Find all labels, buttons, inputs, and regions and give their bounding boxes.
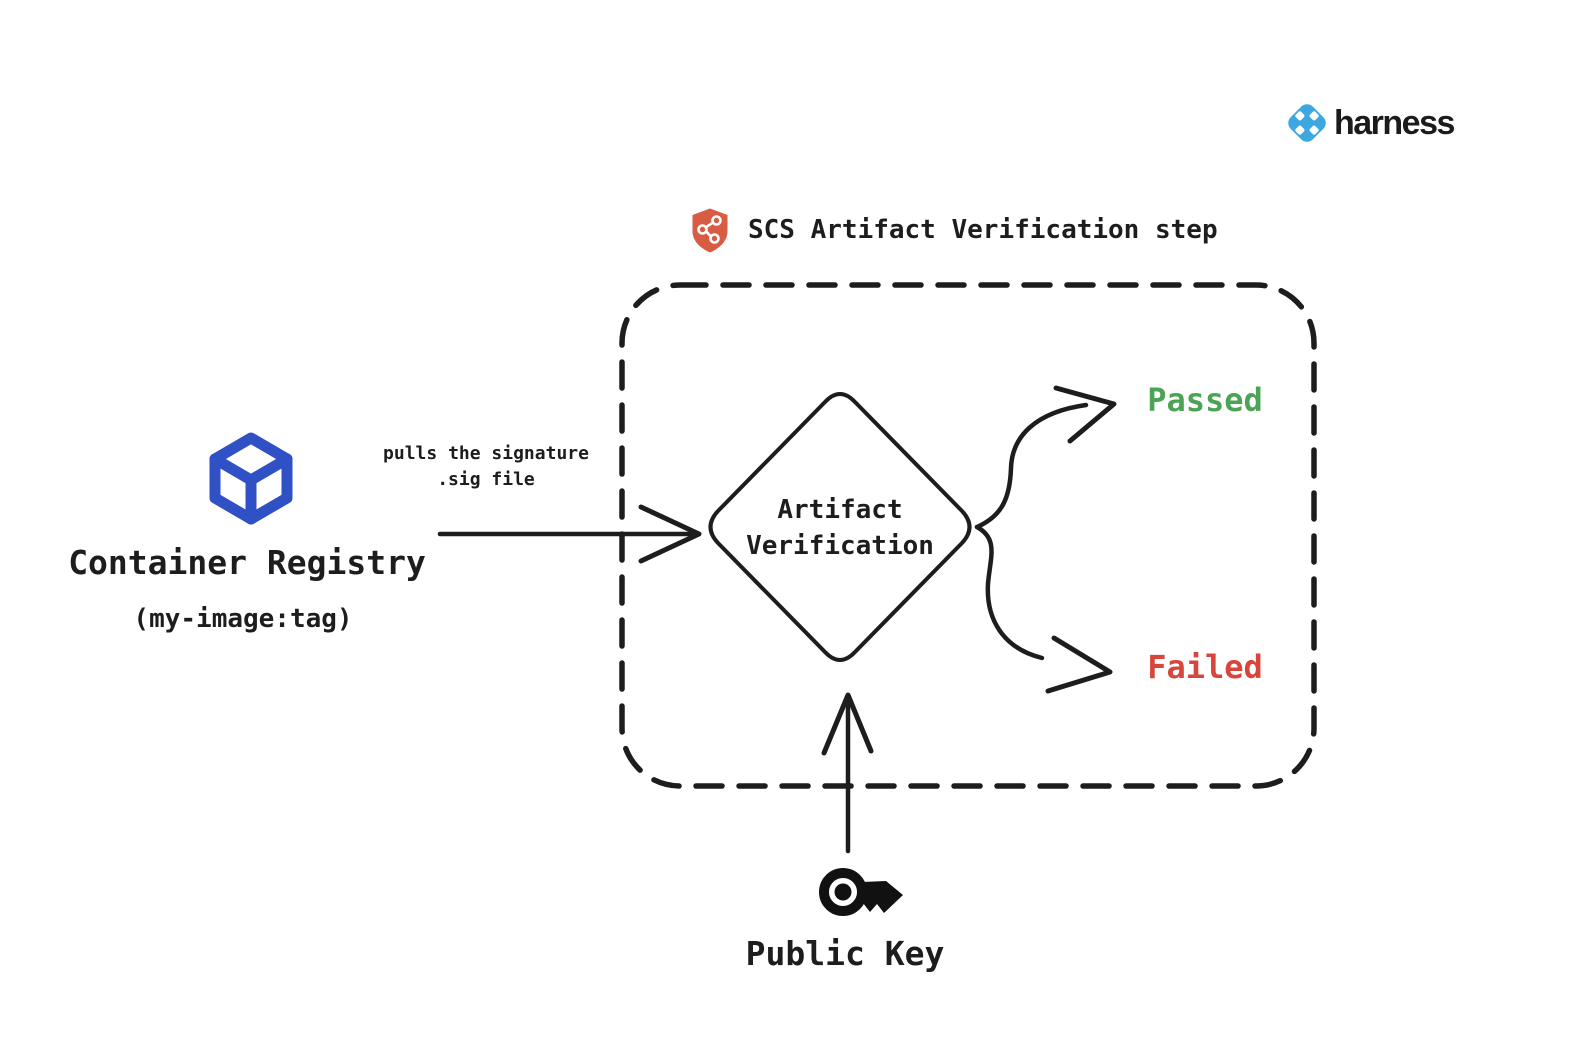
pull-arrow-label-line2: .sig file [437,469,535,490]
key-icon [819,868,903,916]
harness-logo-icon [1284,100,1330,146]
container-registry-title: Container Registry [68,543,426,582]
outcome-failed-label: Failed [1147,648,1263,686]
decision-diamond [708,392,972,662]
step-header-label: SCS Artifact Verification step [748,215,1218,245]
decision-node-label: Artifact Verification [715,492,965,564]
step-header: SCS Artifact Verification step [690,207,1218,253]
brand-wordmark: harness [1334,103,1455,142]
failed-arrow [974,524,1113,694]
cube-icon [209,432,293,525]
pull-arrow-label-line1: pulls the signature [383,443,589,464]
decision-node-line1: Artifact [777,495,903,525]
pull-arrow-label: pulls the signature .sig file [362,441,610,493]
public-key-arrow [821,692,874,854]
outcome-passed-label: Passed [1147,381,1263,419]
container-registry-subtitle: (my-image:tag) [133,604,353,634]
shield-supply-chain-icon [690,207,730,253]
passed-arrow [974,385,1117,530]
decision-node-line2: Verification [746,531,934,561]
brand-logo: harness [1284,100,1455,146]
pull-signature-arrow [437,504,702,564]
public-key-label: Public Key [745,934,945,973]
